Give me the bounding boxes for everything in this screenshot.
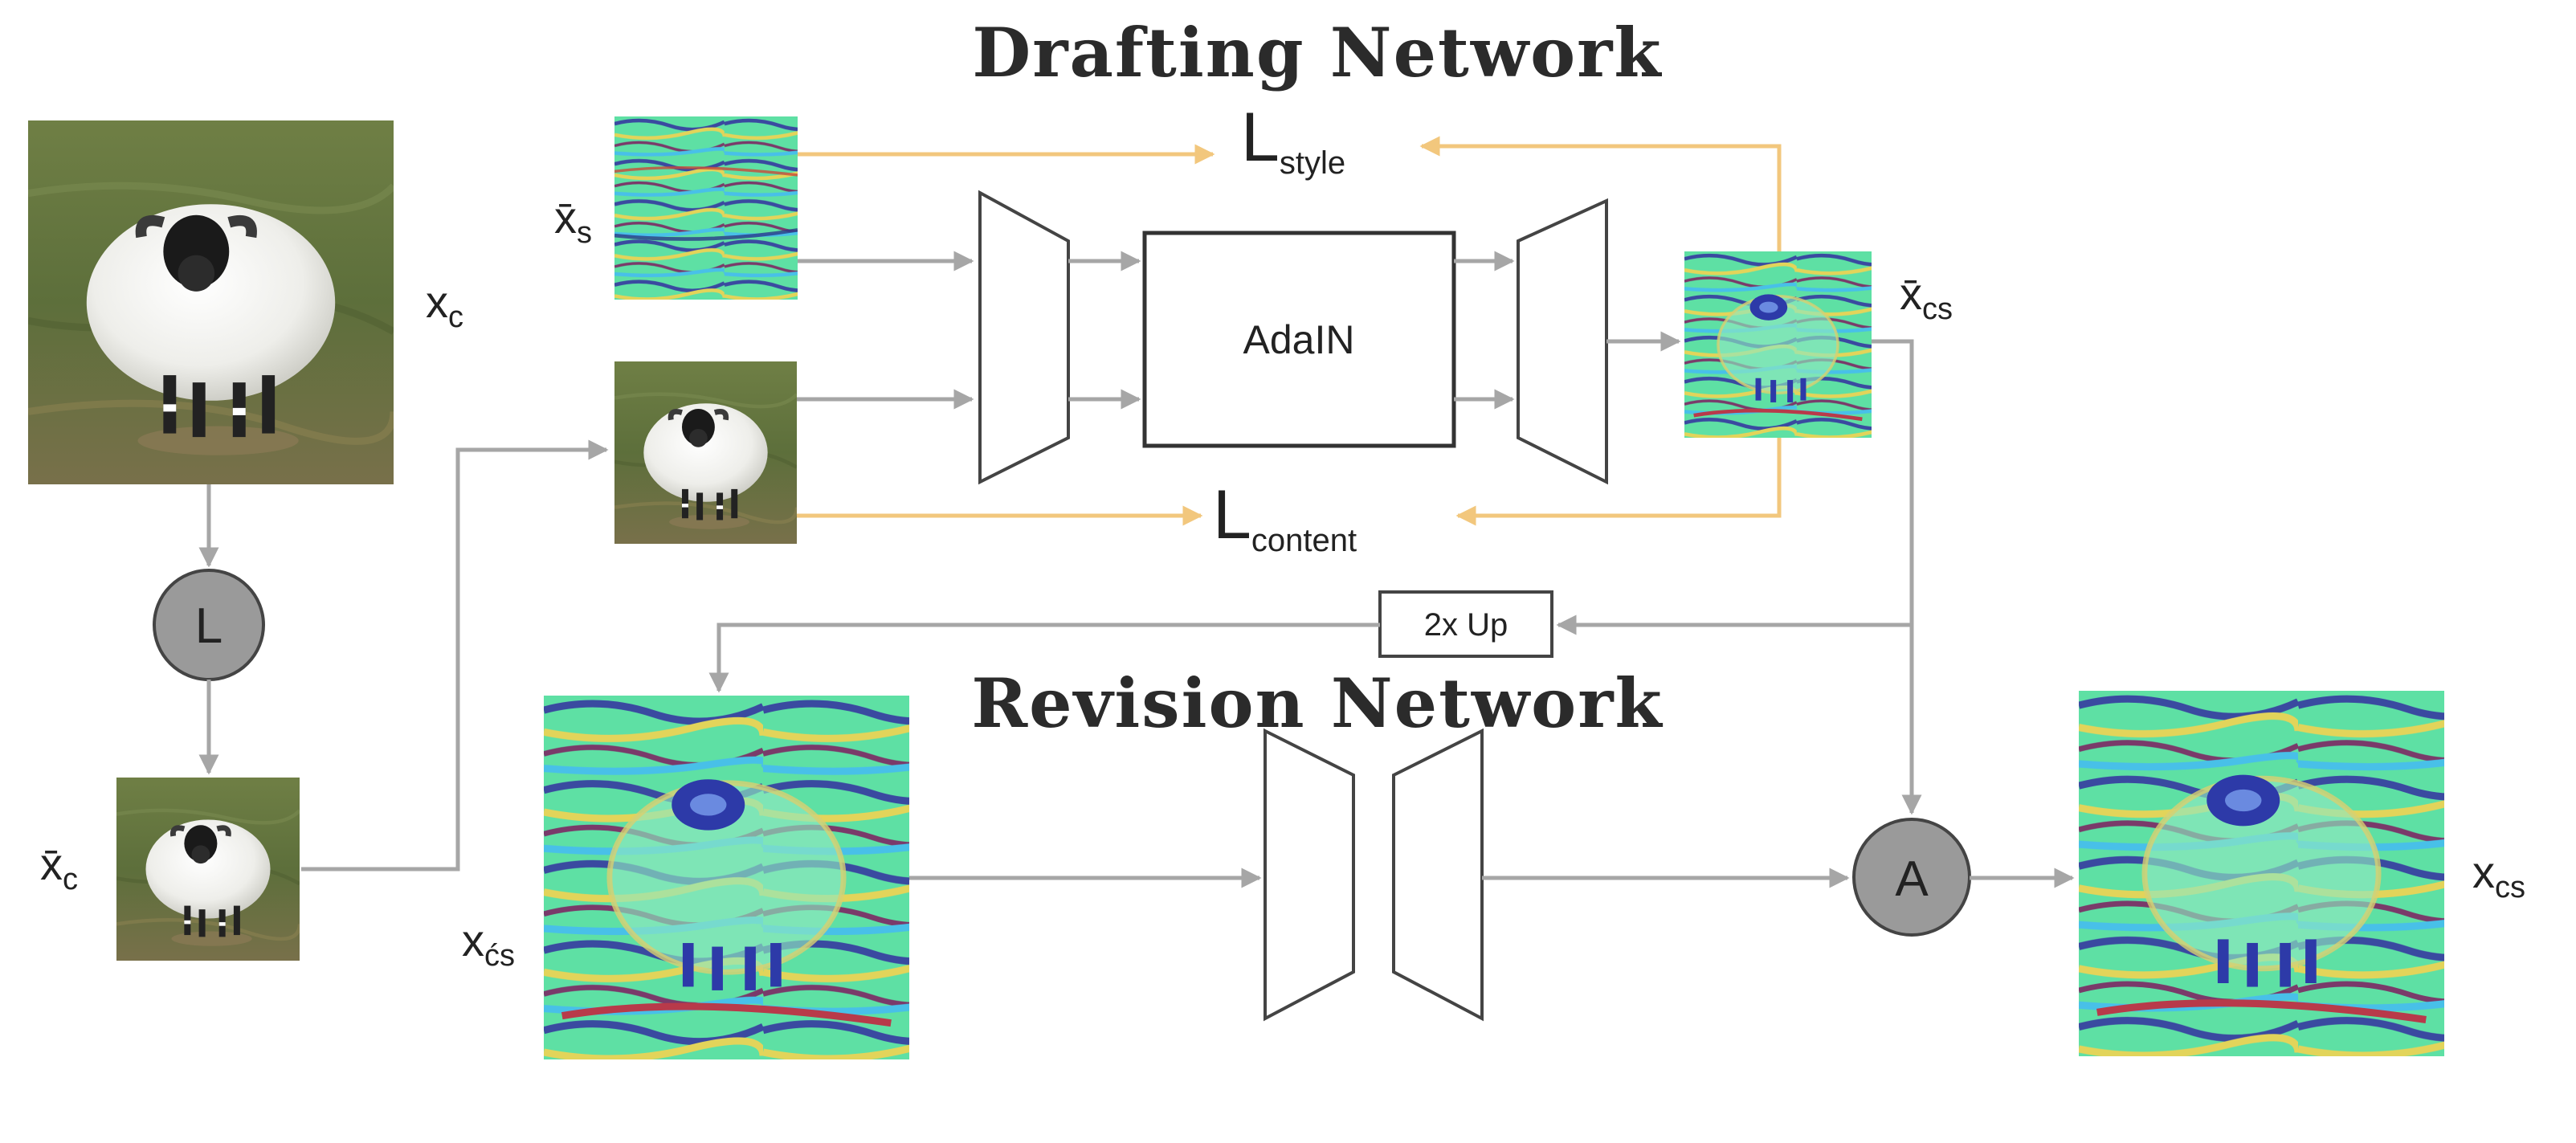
upsampled-stylized-input	[544, 696, 909, 1059]
arrow-drafted-to-Lstyle	[1419, 136, 1782, 251]
label-xprime-cs: xćs	[462, 915, 515, 973]
drafted-stylized-output	[1684, 251, 1872, 438]
adain-label: AdaIN	[1243, 317, 1355, 362]
laplacian-content-photo	[116, 778, 300, 961]
style-loss-label: Lstyle	[1241, 99, 1345, 181]
content-photo	[28, 120, 394, 484]
label-x-c: xc	[426, 276, 463, 334]
arrow-drafted-to-A	[1872, 339, 1922, 815]
lowres-content-photo	[614, 361, 797, 544]
drafting-decoder	[1517, 198, 1608, 485]
revision-decoder	[1392, 728, 1484, 1022]
revision-network-title: Revision Network	[971, 663, 1663, 743]
adain-box	[1142, 231, 1456, 448]
arrow-upsample-to-revision	[708, 623, 1380, 693]
drafting-encoder	[978, 190, 1070, 485]
label-xbar-cs: x̄cs	[1900, 268, 1953, 326]
label-x-cs: xcs	[2472, 847, 2525, 904]
content-loss-label: Lcontent	[1213, 476, 1357, 558]
revision-encoder	[1264, 728, 1355, 1022]
aggregation-op-label: A	[1895, 851, 1929, 907]
upsample-label: 2x Up	[1424, 607, 1508, 643]
style-texture	[614, 116, 798, 300]
gray-flow-arrows	[198, 251, 2075, 888]
laplacian-op-label: L	[195, 598, 222, 654]
arrow-drafted-to-Lcontent	[1455, 438, 1782, 526]
label-xbar-s: x̄s	[554, 192, 592, 250]
upsample-box	[1378, 590, 1553, 658]
loss-arrows	[797, 136, 1782, 526]
drafting-network-title: Drafting Network	[972, 13, 1662, 92]
arrow-xbar-c-to-lowres	[301, 439, 609, 872]
label-xbar-c: x̄c	[40, 839, 78, 896]
final-stylized-output	[2079, 691, 2444, 1056]
